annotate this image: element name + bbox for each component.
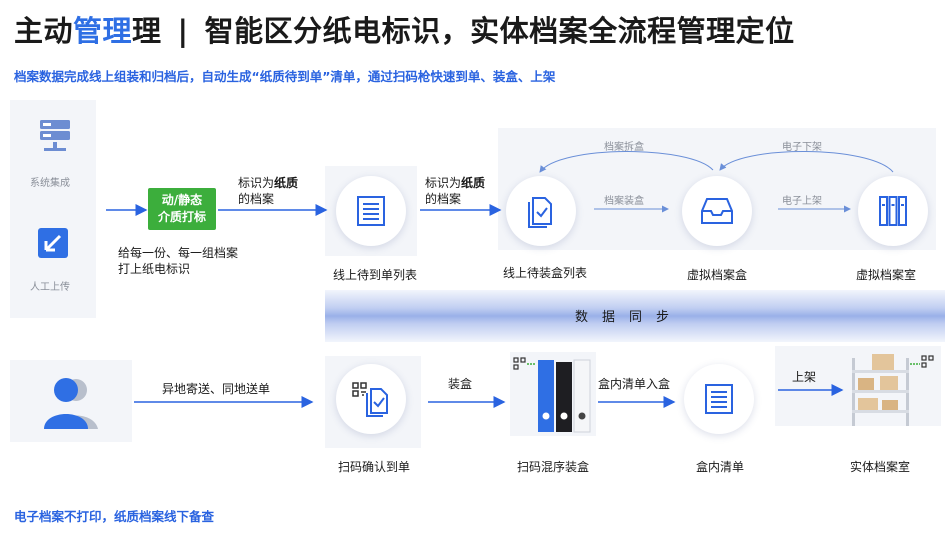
upload-label: 电子上架	[782, 196, 822, 207]
document-check-icon	[528, 197, 552, 228]
pending-list-label: 线上待到单列表	[332, 268, 418, 282]
scan-mix-label: 扫码混序装盒	[516, 460, 590, 474]
inbox-icon	[701, 198, 733, 224]
data-sync-band	[325, 290, 945, 342]
boxing-list-node	[506, 176, 576, 246]
inbox-label: 盒内清单入盒	[598, 377, 671, 391]
unbox-label: 档案拆盒	[604, 142, 644, 153]
upload-icon	[36, 226, 70, 264]
arrow-unbox	[539, 151, 714, 173]
page-footer: 电子档案不打印，纸质档案线下备查	[14, 509, 215, 524]
send-label: 异地寄送、同地送单	[162, 382, 271, 396]
title-separator: |	[177, 14, 189, 48]
tag-media-button: 动/静态介质打标	[148, 188, 216, 230]
box-list-node	[684, 364, 754, 434]
cabinet-icon	[879, 196, 907, 226]
shelf-icon	[844, 350, 936, 432]
list-icon	[705, 384, 733, 414]
binders-icon	[510, 352, 596, 440]
boxing-list-label: 线上待装盒列表	[502, 266, 588, 280]
data-sync-label: 数据同步	[575, 310, 684, 325]
mark-label-1: 标识为纸质的档案	[238, 176, 299, 206]
qr-document-icon	[352, 382, 388, 417]
page-subtitle: 档案数据完成线上组装和归档后，自动生成“纸质待到单”清单，通过扫码枪快速到单、装…	[14, 69, 556, 84]
box-label: 装盒	[448, 377, 473, 391]
title-highlight: 管理	[73, 14, 133, 48]
user-icon	[40, 375, 104, 435]
scan-confirm-label: 扫码确认到单	[337, 460, 411, 474]
page-title: 主动管理理|智能区分纸电标识，实体档案全流程管理定位	[14, 14, 795, 48]
physical-room-label: 实体档案室	[849, 460, 911, 474]
mark-label-2: 标识为纸质的档案	[425, 176, 486, 206]
virtual-box-node	[682, 176, 752, 246]
tag-caption: 给每一份、每一组档案打上纸电标识	[118, 246, 239, 276]
download-label: 电子下架	[782, 142, 822, 153]
source-manual-label: 人工上传	[30, 282, 70, 293]
virtual-room-label: 虚拟档案室	[855, 268, 917, 282]
virtual-room-node	[858, 176, 928, 246]
scan-confirm-node	[336, 364, 406, 434]
virtual-box-label: 虚拟档案盒	[686, 268, 748, 282]
box-list-label: 盒内清单	[695, 460, 745, 474]
list-icon	[357, 196, 385, 226]
shelve-label: 上架	[792, 370, 817, 384]
boxing-label: 档案装盒	[604, 196, 644, 207]
pending-list-node	[336, 176, 406, 246]
source-system-label: 系统集成	[30, 178, 70, 189]
arrow-download	[719, 151, 894, 173]
server-icon	[38, 118, 72, 158]
